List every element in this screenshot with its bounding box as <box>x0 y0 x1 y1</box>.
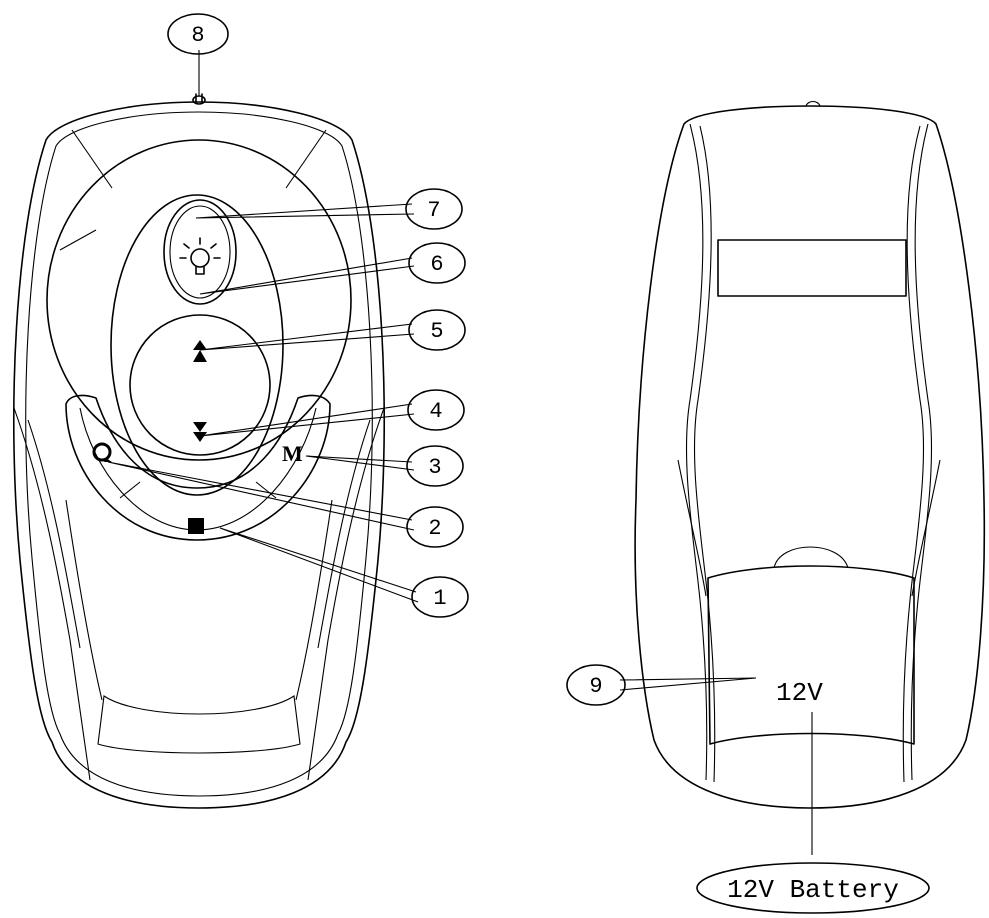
battery-callout-label: 12V Battery <box>727 875 899 905</box>
back-view: 12V 12V Battery <box>634 100 986 914</box>
callout-number-6: 6 <box>430 252 443 277</box>
facet-line <box>285 129 327 189</box>
callout-8 <box>167 13 229 55</box>
bottom-facet <box>97 695 301 754</box>
mode-button[interactable]: M <box>282 441 303 466</box>
front-outer-shell <box>12 101 386 809</box>
grip-line <box>295 499 333 701</box>
down-arrow-icon <box>193 422 207 442</box>
callouts: 8 7 6 5 4 3 2 1 9 <box>107 13 757 706</box>
callout-number-3: 3 <box>428 455 441 480</box>
stop-square-icon[interactable] <box>188 518 204 534</box>
grip-line <box>65 499 103 701</box>
up-arrow-icon <box>193 340 207 362</box>
leader-line-6 <box>199 257 415 295</box>
leader-line-7 <box>195 203 415 219</box>
callout-number-9: 9 <box>589 674 602 699</box>
callout-2 <box>406 506 464 548</box>
antenna-stub <box>195 93 203 103</box>
control-panel-oval <box>46 139 352 461</box>
up-down-button[interactable] <box>129 314 271 456</box>
back-contour <box>911 459 941 597</box>
battery-voltage-label: 12V <box>776 678 823 708</box>
callout-9 <box>566 664 626 706</box>
back-side-line-left <box>685 123 708 781</box>
grip-line-right-2 <box>317 419 371 649</box>
callout-number-2: 2 <box>428 516 441 541</box>
panel-divider <box>255 481 277 499</box>
callout-number-7: 7 <box>427 198 440 223</box>
callout-number-5: 5 <box>430 319 443 344</box>
battery-cover <box>707 565 915 745</box>
battery-cover-bump <box>773 546 849 569</box>
button-oval <box>110 194 284 496</box>
grip-line-left <box>13 407 91 781</box>
callout-7 <box>405 188 463 230</box>
front-view: M <box>12 93 386 809</box>
light-button[interactable] <box>163 199 237 305</box>
back-top-stub <box>805 100 821 107</box>
callout-5 <box>408 309 466 351</box>
callout-1 <box>411 576 469 618</box>
grip-line-left-2 <box>27 419 81 649</box>
lower-button-panel <box>65 394 331 541</box>
back-outer-shell <box>634 105 986 809</box>
light-bulb-icon <box>179 237 221 275</box>
callout-4 <box>407 389 465 431</box>
back-side-line-right <box>910 123 933 781</box>
leader-line-9 <box>619 677 757 691</box>
light-button-rim <box>169 205 231 299</box>
back-contour <box>677 459 707 597</box>
facet-line <box>59 229 97 251</box>
callout-6 <box>408 242 466 284</box>
leader-line-5 <box>199 323 415 351</box>
rotate-icon[interactable] <box>92 442 112 462</box>
callout-number-8: 8 <box>191 23 204 48</box>
battery-callout-bubble <box>696 862 930 914</box>
leader-line-4 <box>199 403 415 437</box>
leader-line-2 <box>107 461 415 531</box>
front-inner-rim <box>25 111 373 797</box>
panel-divider <box>119 481 141 499</box>
callout-number-4: 4 <box>429 399 442 424</box>
label-window <box>717 239 907 297</box>
grip-line-right <box>307 407 385 781</box>
leader-line-3 <box>305 455 415 471</box>
leader-line-1 <box>219 527 419 603</box>
facet-line <box>71 129 113 189</box>
callout-number-1: 1 <box>433 586 446 611</box>
back-side-line-right-2 <box>902 125 925 783</box>
callout-3 <box>406 445 464 487</box>
